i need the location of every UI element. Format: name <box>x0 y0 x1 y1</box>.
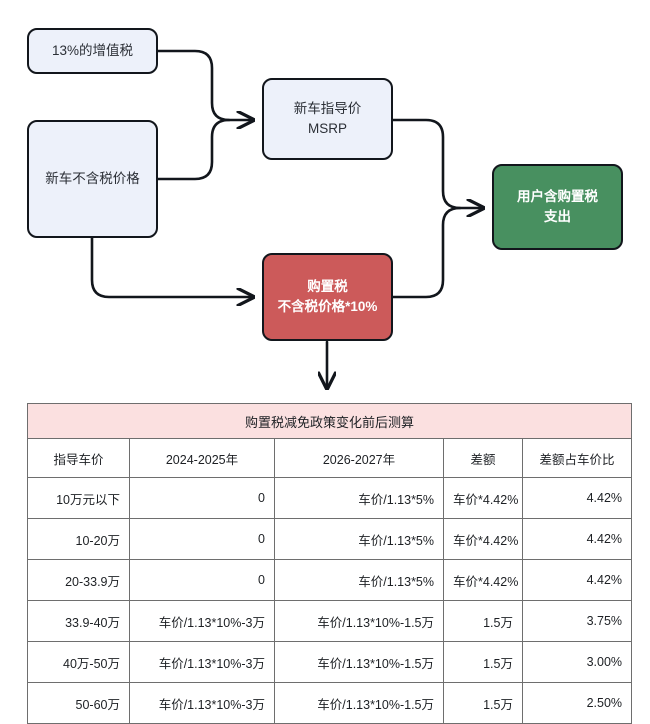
table-cell: 2.50% <box>521 682 633 724</box>
table-cell: 车价/1.13*10%-3万 <box>129 641 275 683</box>
node-purchase-tax-line-2: 不含税价格*10% <box>277 299 378 314</box>
node-pretax-price-line-1: 新车不含税价格 <box>45 171 140 187</box>
table-cell: 1.5万 <box>443 682 523 724</box>
node-vat-line-1: 13%的增值税 <box>51 43 134 59</box>
table-cell: 车价/1.13*5% <box>274 477 444 519</box>
table-cell: 车价/1.13*10%-1.5万 <box>274 641 444 683</box>
table-cell: 40万-50万 <box>27 641 130 683</box>
table-header-cell-3: 2026-2027年 <box>274 438 444 478</box>
table-row: 33.9-40万 车价/1.13*10%-3万 车价/1.13*10%-1.5万… <box>27 600 633 642</box>
table-header-cell-4: 差额 <box>443 438 523 478</box>
table-cell: 4.42% <box>521 477 633 519</box>
table-header-cell-5: 差额占车价比 <box>521 438 633 478</box>
table-cell: 车价/1.13*10%-3万 <box>129 600 275 642</box>
table-title: 购置税减免政策变化前后测算 <box>26 403 633 439</box>
flowchart: 13%的增值税 新车不含税价格 新车指导价 MSRP 购置税 不含税价格*10%… <box>27 28 650 400</box>
table-row: 10-20万 0 车价/1.13*5% 车价*4.42% 4.42% <box>27 518 633 560</box>
node-msrp-line-2: MSRP <box>307 121 347 136</box>
table-row: 10万元以下 0 车价/1.13*5% 车价*4.42% 4.42% <box>27 477 633 519</box>
table-cell: 3.75% <box>521 600 633 642</box>
table-cell: 3.00% <box>521 641 633 683</box>
table-cell: 车价/1.13*10%-1.5万 <box>274 682 444 724</box>
table-cell: 车价/1.13*10%-1.5万 <box>274 600 444 642</box>
table-row: 20-33.9万 0 车价/1.13*5% 车价*4.42% 4.42% <box>27 559 633 601</box>
table-cell: 车价/1.13*5% <box>274 518 444 560</box>
node-user-spend-line-1: 用户含购置税 <box>517 189 598 205</box>
node-msrp-line-1: 新车指导价 <box>293 101 362 117</box>
node-msrp[interactable]: 新车指导价 MSRP <box>262 78 393 160</box>
table-row: 40万-50万 车价/1.13*10%-3万 车价/1.13*10%-1.5万 … <box>27 641 633 683</box>
table-cell: 20-33.9万 <box>27 559 130 601</box>
node-purchase-tax-line-1: 购置税 <box>307 279 348 295</box>
flowchart-edges <box>90 49 650 400</box>
table-row: 50-60万 车价/1.13*10%-3万 车价/1.13*10%-1.5万 1… <box>27 682 633 724</box>
table-cell: 车价*4.42% <box>443 559 523 601</box>
table-cell: 50-60万 <box>27 682 130 724</box>
table-cell: 10万元以下 <box>27 477 130 519</box>
table-header-row: 指导车价 2024-2025年 2026-2027年 差额 差额占车价比 <box>27 438 633 478</box>
table-cell: 33.9-40万 <box>27 600 130 642</box>
node-pretax-price[interactable]: 新车不含税价格 <box>27 120 158 238</box>
table-cell: 车价*4.42% <box>443 518 523 560</box>
calculation-table: 购置税减免政策变化前后测算 指导车价 2024-2025年 2026-2027年… <box>26 403 633 724</box>
node-vat-text: 13%的增值税 <box>29 41 156 61</box>
table-cell: 车价/1.13*10%-3万 <box>129 682 275 724</box>
table-header-cell-1: 指导车价 <box>27 438 130 478</box>
table-cell: 0 <box>129 477 275 519</box>
node-user-spend-line-2: 支出 <box>544 209 571 224</box>
table-cell: 1.5万 <box>443 641 523 683</box>
table-cell: 4.42% <box>521 518 633 560</box>
node-purchase-tax[interactable]: 购置税 不含税价格*10% <box>262 253 393 341</box>
node-vat[interactable]: 13%的增值税 <box>27 28 158 74</box>
table-cell: 10-20万 <box>27 518 130 560</box>
node-user-spend[interactable]: 用户含购置税 支出 <box>492 164 623 250</box>
table-cell: 0 <box>129 559 275 601</box>
table-cell: 1.5万 <box>443 600 523 642</box>
node-user-spend-text: 用户含购置税 支出 <box>494 187 621 226</box>
node-purchase-tax-text: 购置税 不含税价格*10% <box>264 277 391 316</box>
table-cell: 车价/1.13*5% <box>274 559 444 601</box>
table-header-cell-2: 2024-2025年 <box>129 438 275 478</box>
table-cell: 4.42% <box>521 559 633 601</box>
node-msrp-text: 新车指导价 MSRP <box>264 99 391 138</box>
table-cell: 0 <box>129 518 275 560</box>
table-cell: 车价*4.42% <box>443 477 523 519</box>
node-pretax-price-text: 新车不含税价格 <box>29 169 156 189</box>
table-title-row: 购置税减免政策变化前后测算 <box>26 403 633 439</box>
